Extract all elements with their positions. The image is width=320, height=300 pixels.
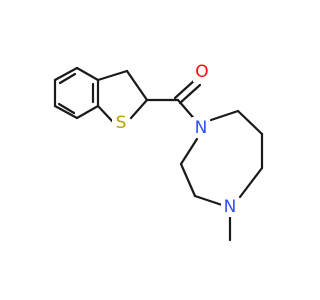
bond: [53, 66, 79, 82]
bond: [96, 69, 129, 82]
bond: [75, 66, 100, 82]
double-bond-inner: [58, 72, 77, 85]
atom-label-n1: N: [192, 117, 210, 138]
bond: [236, 109, 264, 136]
bond: [209, 109, 240, 122]
double-bond-inner: [57, 102, 76, 115]
dihydrothiophene-ring: [96, 69, 149, 124]
nitrogen-label: N: [195, 118, 208, 138]
molecule-structure: S O N N: [53, 62, 264, 242]
bond: [129, 98, 149, 120]
bond: [179, 162, 197, 198]
oxygen-label: O: [195, 62, 208, 82]
sulfur-label: S: [116, 113, 127, 133]
atom-label-o: O: [193, 62, 211, 82]
bond: [238, 166, 264, 199]
atom-label-n2: N: [221, 197, 239, 217]
bond: [53, 104, 79, 120]
bond: [75, 104, 100, 120]
benzene-ring: [53, 66, 100, 120]
carbonyl-group: [145, 77, 202, 124]
atom-label-s: S: [112, 113, 130, 133]
diazepane-ring: [179, 109, 264, 207]
bond: [179, 137, 199, 166]
double-bond: [173, 77, 198, 100]
double-bond: [178, 83, 202, 105]
bond: [125, 69, 149, 102]
bond: [193, 194, 224, 207]
nitrogen-label: N: [224, 197, 237, 217]
bond: [96, 104, 115, 124]
